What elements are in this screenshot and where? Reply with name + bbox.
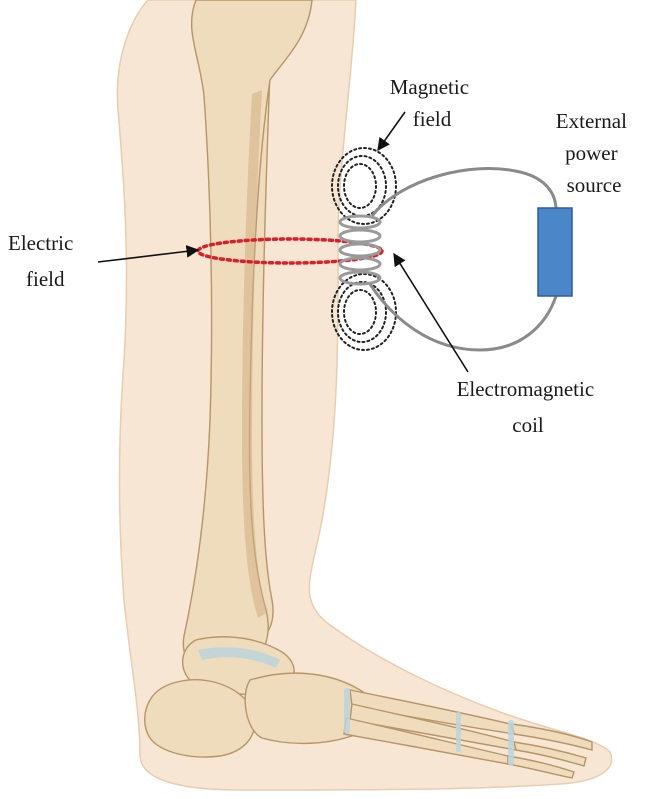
electromagnetic-coil-label: Electromagnetic coil [457, 377, 600, 437]
foot-joint-cartilage [344, 688, 514, 766]
upper-wire [370, 167, 558, 217]
electric-field-label-line-1: Electric [8, 231, 73, 255]
electromagnetic-coil-label-line-2: coil [512, 413, 544, 437]
external-power-source-box [537, 207, 573, 297]
magnetic-field-label-line-1: Magnetic [390, 75, 469, 99]
electromagnetic-coil-arrow [393, 252, 469, 373]
electric-field-arrow [97, 245, 200, 263]
magnetic-field-loops-lower [331, 273, 397, 351]
lower-wire [368, 283, 558, 352]
external-power-source-label-line-1: External [556, 109, 627, 133]
tibia-shaft-shadow [242, 90, 268, 618]
electromagnetic-coil-label-line-1: Electromagnetic [457, 377, 595, 401]
magnetic-field-label-line-2: field [413, 107, 452, 131]
external-power-source-label-line-3: source [567, 173, 622, 197]
electric-field-label: Electric field [8, 231, 79, 291]
magnetic-field-loops-upper [331, 147, 397, 225]
metatarsal-bones [343, 689, 517, 765]
toe-phalanges [507, 723, 593, 779]
magnetic-field-arrow [377, 111, 406, 152]
magnetic-field-label: Magnetic field [390, 75, 475, 131]
heel-calcaneus-bone [144, 679, 256, 758]
external-power-source-label: External power source [556, 109, 632, 197]
ankle-cartilage [198, 647, 280, 668]
external-power-source-label-line-2: power [565, 141, 617, 165]
electric-field-label-line-2: field [26, 267, 65, 291]
electromagnetic-coil [338, 214, 382, 286]
